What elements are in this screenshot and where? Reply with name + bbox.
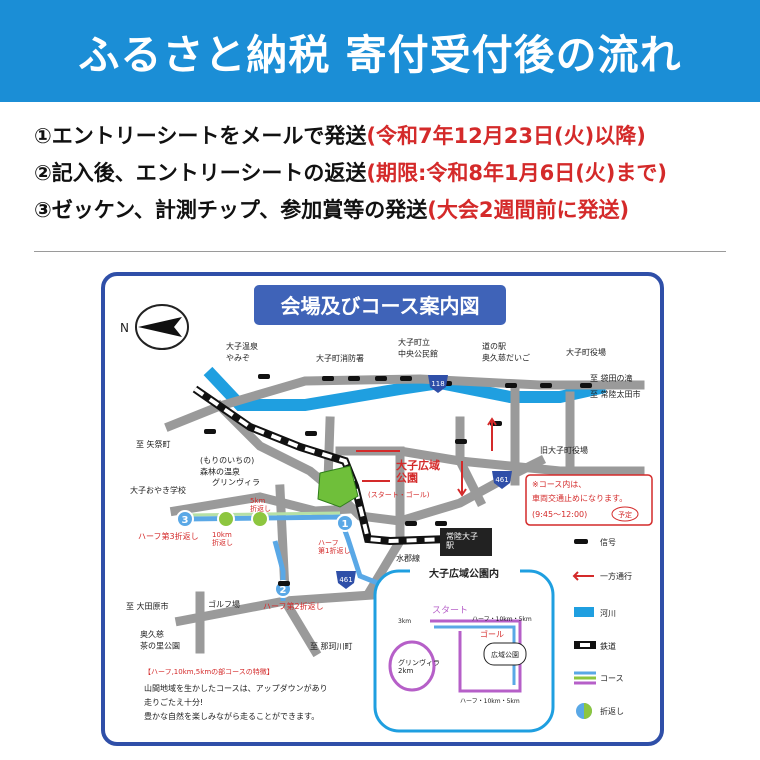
place-yamizo: 至 矢祭町	[136, 439, 171, 449]
turn-10km-marker	[217, 510, 235, 528]
venue-park	[317, 465, 359, 508]
course-note-box	[525, 474, 653, 526]
inset-title-bg	[410, 565, 520, 581]
course-map: 会場及びコース案内図 N 久慈川 3 1 2 ハーフ第3折返し	[100, 271, 665, 747]
steps-list: ①エントリーシートをメールで発送(令和7年12月23日(火)以降) ②記入後、エ…	[34, 118, 754, 229]
legend-oneway-icon	[572, 571, 594, 581]
course-note-tag-ring	[611, 506, 639, 522]
turn-2-number: 2	[280, 585, 287, 596]
svg-text:461: 461	[339, 576, 352, 584]
route-461-sign-b: 461	[336, 571, 356, 589]
svg-text:118: 118	[431, 380, 444, 388]
signal-icons	[204, 374, 592, 586]
legend-signal-icon	[574, 539, 588, 544]
feature-line2: 走りごたえ十分!	[144, 697, 203, 707]
step-3: ③ゼッケン、計測チップ、参加賞等の発送(大会2週間前に発送)	[34, 198, 630, 222]
turn-3-label: ハーフ第3折返し	[138, 531, 199, 541]
inset-3km: 3km	[398, 618, 411, 625]
place-oyaki: 大子おやき学校	[130, 485, 186, 495]
north-pointer	[138, 317, 182, 337]
divider	[34, 251, 726, 252]
legend-river-icon	[574, 607, 594, 617]
station-box	[440, 528, 492, 556]
place-yakuba: 大子町役場	[566, 347, 606, 357]
turn-3-marker	[176, 510, 194, 528]
place-nakagawa: 至 那珂川町	[310, 642, 353, 651]
legend-signal: 信号	[600, 537, 616, 547]
venue-name: 大子広域公園	[396, 458, 440, 485]
legend: 信号 一方通行 河川 鉄道 コース 折返し	[572, 537, 632, 719]
venue-sub: (スタート・ゴール)	[368, 490, 430, 499]
turn-3-number: 3	[182, 515, 189, 526]
route-118-sign: 118	[428, 375, 448, 393]
north-label: N	[120, 321, 129, 335]
turn-2-label: ハーフ第2折返し	[263, 601, 324, 611]
inset-stadium-label: 広域公園	[491, 650, 519, 659]
place-golf: ゴルフ場	[208, 599, 240, 609]
svg-text:461: 461	[495, 476, 508, 484]
inset-start: スタート	[432, 605, 468, 616]
inset-half-label: ハーフ・10km・5km	[472, 616, 532, 623]
legend-course: コース	[600, 674, 624, 683]
kuji-river-label: 久慈川	[350, 402, 377, 414]
step-2: ②記入後、エントリーシートの返送(期限:令和8年1月6日(火)まで)	[34, 161, 667, 185]
inset-title: 大子広域公園内	[429, 567, 499, 580]
course-note-line2: 車両交通止めになります。	[532, 493, 627, 503]
inset-course-purple	[430, 619, 522, 693]
page-header: ふるさと納税 寄付受付後の流れ	[0, 0, 760, 102]
place-onsen: 大子温泉やみぞ	[226, 341, 258, 363]
turn-1-number: 1	[342, 519, 349, 530]
place-okukuji-tea: 奥久慈茶の里公園	[140, 629, 180, 651]
turn-5km-marker	[251, 510, 269, 528]
place-grinvilla: グリンヴィラ	[212, 477, 260, 487]
inset-course-blue	[434, 625, 516, 685]
legend-river: 河川	[600, 608, 616, 618]
suigun-line-label: 水郡線	[396, 553, 420, 563]
turn-1-marker	[336, 514, 354, 532]
map-title-box	[254, 285, 506, 325]
feature-line3: 豊かな自然を楽しみながら走ることができます。	[144, 711, 319, 721]
place-ohtawara: 至 大田原市	[126, 601, 169, 611]
legend-oneway: 一方通行	[600, 571, 632, 581]
legend-turn: 折返し	[600, 706, 624, 716]
inset-grinvilla-loop	[388, 640, 436, 692]
feature-line1: 山間地域を生かしたコースは、アップダウンがあり	[144, 683, 328, 693]
kuji-river	[203, 366, 607, 411]
inset-stadium	[483, 642, 527, 666]
map-title: 会場及びコース案内図	[281, 294, 480, 318]
course-note-time: (9:45〜12:00)	[532, 510, 587, 519]
course-note-line1: ※コース内は、	[532, 479, 586, 489]
place-michinoeki: 道の駅奥久慈だいご	[482, 341, 530, 363]
place-hitachiota: 至 常陸太田市	[590, 389, 641, 399]
inset-goal: ゴール	[480, 629, 504, 639]
oneway-arrows	[356, 417, 497, 497]
place-morinoyado: (もりのいちの)森林の温泉	[200, 456, 254, 477]
step-1: ①エントリーシートをメールで発送(令和7年12月23日(火)以降)	[34, 124, 646, 148]
place-kominkan: 大子町立中央公民館	[398, 337, 438, 359]
feature-heading: 【ハーフ,10km,5kmの部コースの特徴】	[144, 667, 274, 676]
route-461-sign-a: 461	[492, 471, 512, 489]
turn-1-label: ハーフ第1折返し	[318, 539, 350, 555]
legend-rail: 鉄道	[600, 641, 616, 651]
page-title: ふるさと納税 寄付受付後の流れ	[78, 31, 682, 79]
station-label: 常陸大子駅	[446, 531, 478, 550]
course-map-svg: 会場及びコース案内図 N 久慈川 3 1 2 ハーフ第3折返し	[101, 272, 664, 746]
course-note-tag: 予定	[618, 510, 632, 519]
place-kyu-yakuba: 旧大子町役場	[540, 445, 588, 455]
place-fukuroda: 至 袋田の滝	[590, 373, 633, 383]
inset-bottom-label: ハーフ・10km・5km	[460, 698, 520, 705]
place-fire: 大子町消防署	[316, 353, 364, 363]
